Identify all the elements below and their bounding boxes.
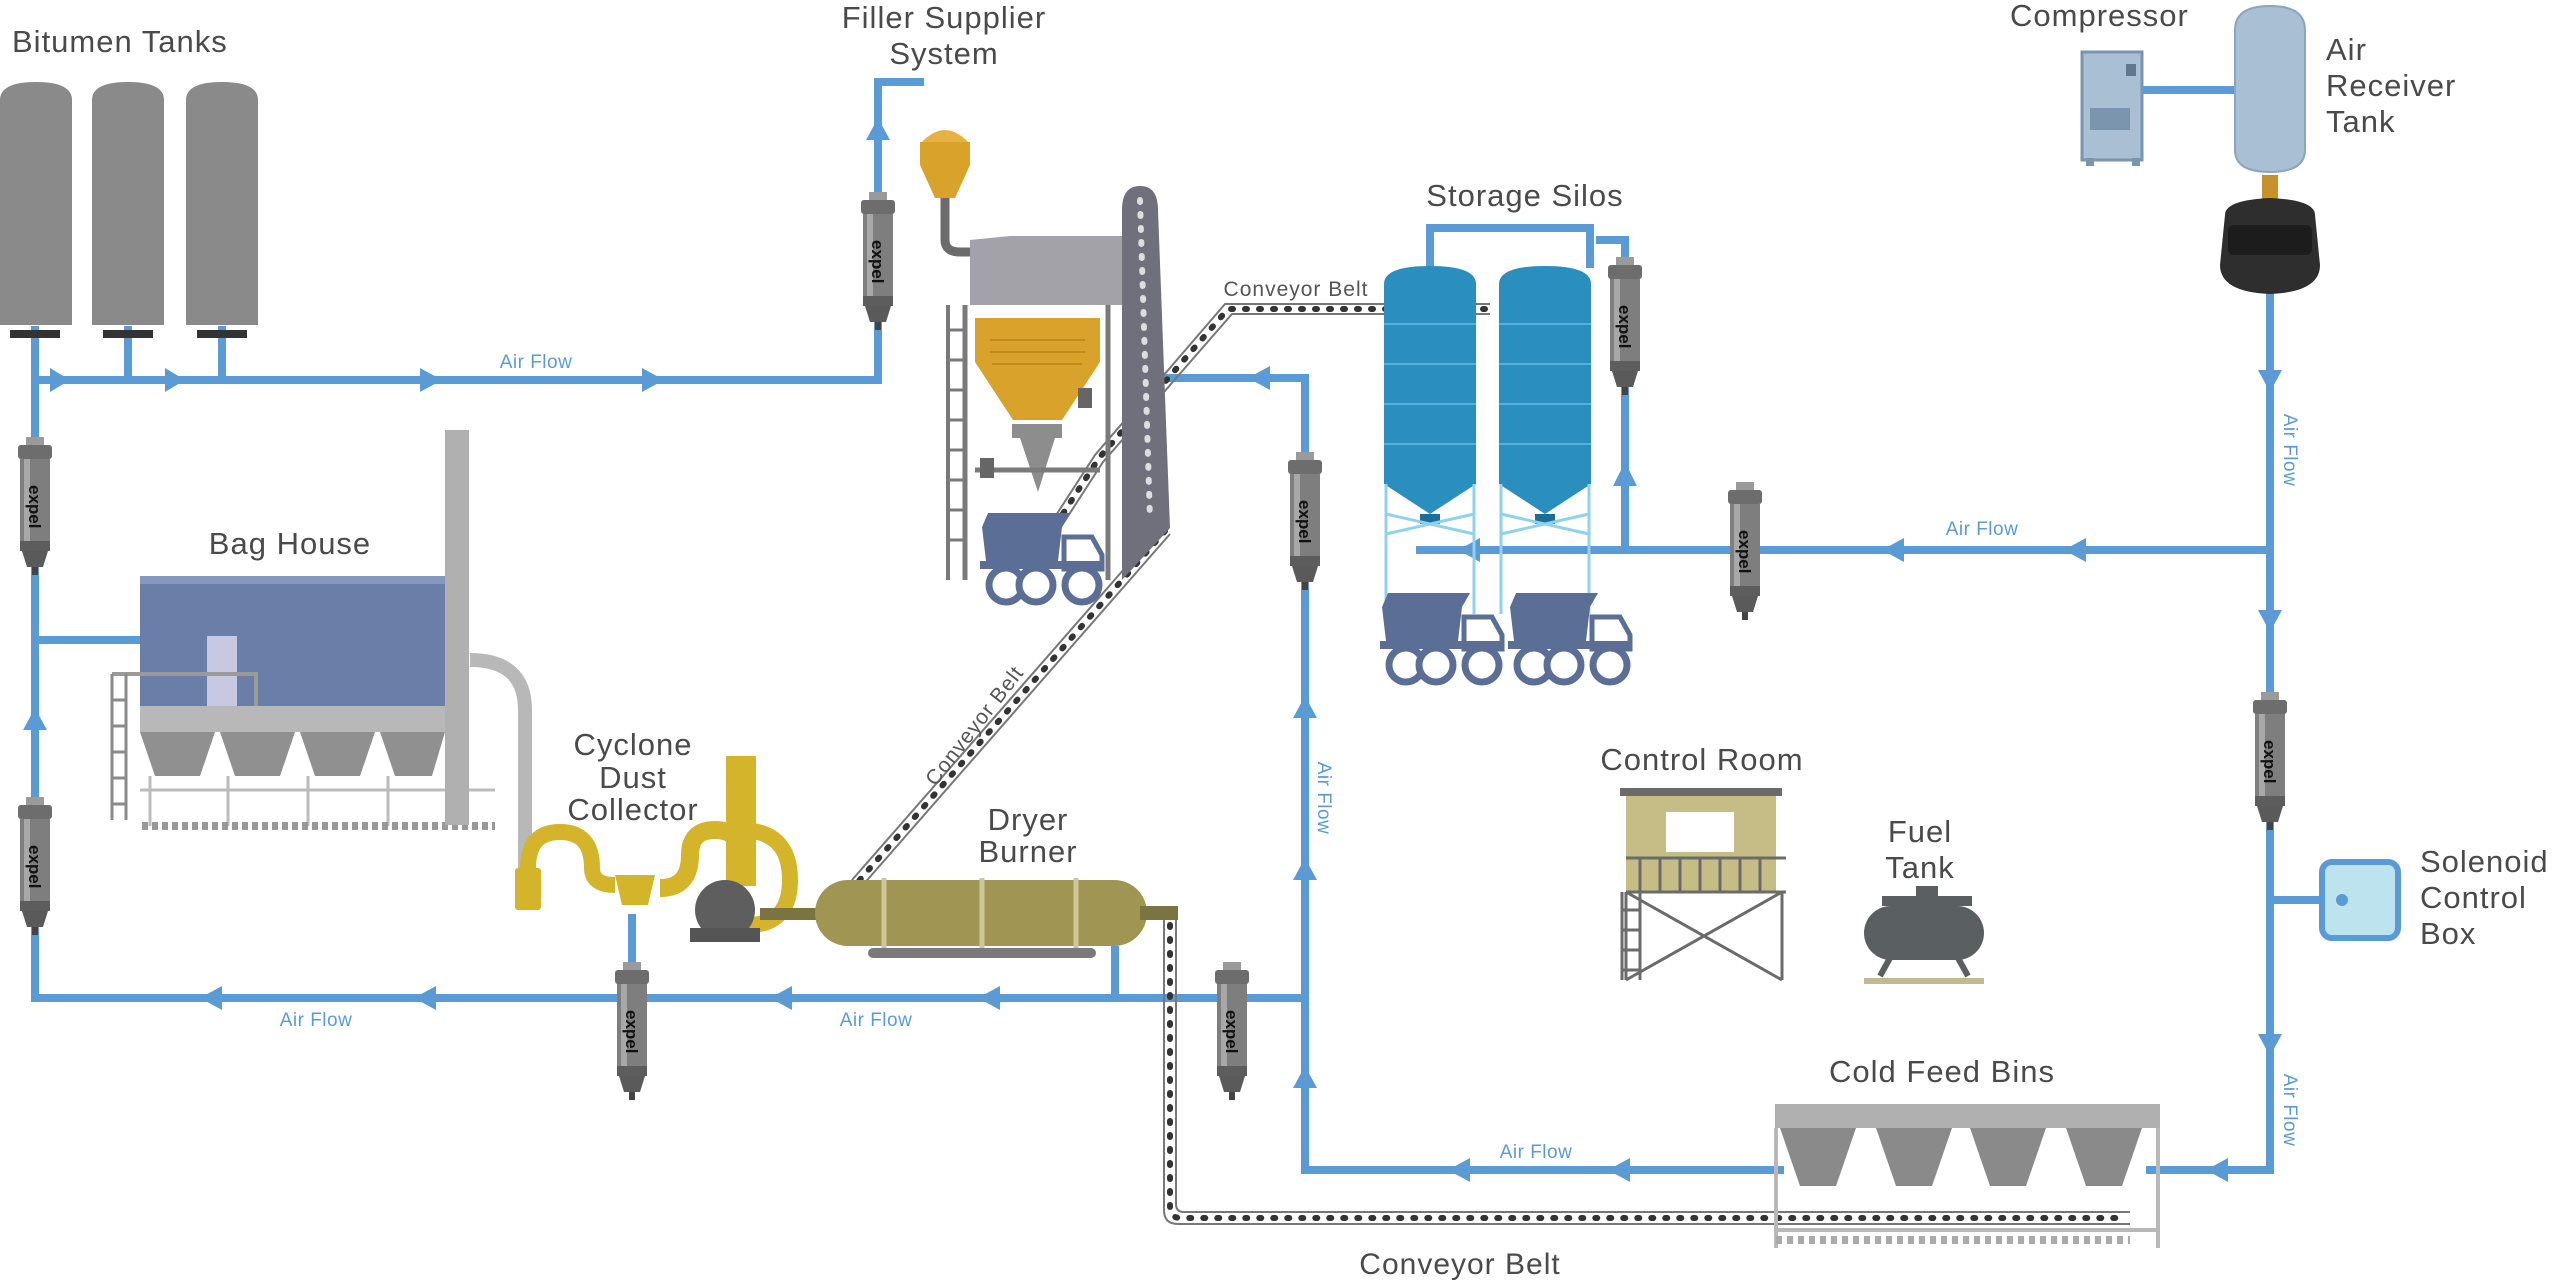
label-bitumen-tanks: Bitumen Tanks bbox=[12, 24, 228, 59]
label-solenoid-3: Box bbox=[2420, 916, 2476, 951]
svg-text:expel: expel bbox=[1735, 530, 1754, 573]
svg-text:expel: expel bbox=[25, 485, 44, 528]
air-flow-label: Air Flow bbox=[1500, 1142, 1573, 1163]
solenoid-control-box bbox=[2319, 859, 2401, 941]
label-cyclone-3: Collector bbox=[567, 792, 698, 827]
svg-text:expel: expel bbox=[2260, 740, 2279, 783]
svg-text:expel: expel bbox=[1615, 305, 1634, 348]
label-control-room: Control Room bbox=[1600, 742, 1803, 777]
air-flow-label: Air Flow bbox=[500, 352, 573, 373]
control-room bbox=[1620, 788, 1786, 982]
label-filler-supplier: Filler Supplier bbox=[842, 0, 1047, 35]
dryer-burner bbox=[760, 878, 1178, 958]
label-cyclone-2: Dust bbox=[599, 760, 667, 795]
cyclone-dust-collector bbox=[515, 756, 799, 942]
svg-text:expel: expel bbox=[1222, 1010, 1241, 1053]
air-receiver-tank bbox=[2220, 4, 2320, 294]
label-filler-system: System bbox=[889, 36, 998, 71]
air-flow-label: Air Flow bbox=[1946, 519, 2019, 540]
label-solenoid-2: Control bbox=[2420, 880, 2527, 915]
bag-house bbox=[110, 430, 532, 887]
label-fuel-1: Fuel bbox=[1888, 814, 1952, 849]
svg-text:expel: expel bbox=[1295, 500, 1314, 543]
label-fuel-2: Tank bbox=[1885, 850, 1954, 885]
air-flow-label: Air Flow bbox=[1313, 762, 1334, 835]
filler-supplier-system bbox=[920, 130, 1170, 602]
label-dryer-2: Burner bbox=[978, 834, 1077, 869]
label-bag-house: Bag House bbox=[209, 526, 371, 561]
conveyor-belt-label: Conveyor Belt bbox=[921, 662, 1028, 790]
fuel-tank bbox=[1864, 886, 1984, 984]
svg-text:expel: expel bbox=[622, 1010, 641, 1053]
label-air-receiver-2: Receiver bbox=[2326, 68, 2456, 103]
air-flow-label: Air Flow bbox=[2279, 414, 2300, 487]
storage-silos bbox=[1380, 264, 1630, 682]
label-storage-silos: Storage Silos bbox=[1426, 178, 1623, 213]
svg-text:expel: expel bbox=[868, 240, 887, 283]
label-air-receiver-3: Tank bbox=[2326, 104, 2395, 139]
compressor bbox=[2080, 50, 2144, 166]
cold-feed-bins bbox=[1774, 1104, 2160, 1248]
bitumen-tanks bbox=[0, 82, 258, 338]
label-cyclone-1: Cyclone bbox=[574, 727, 693, 762]
air-flow-label: Air Flow bbox=[2279, 1074, 2300, 1147]
conveyor-belts bbox=[851, 303, 2130, 1225]
label-cold-feed-bins: Cold Feed Bins bbox=[1829, 1054, 2055, 1089]
label-dryer-1: Dryer bbox=[988, 802, 1069, 837]
label-air-receiver-1: Air bbox=[2326, 32, 2367, 67]
air-flow-label: Air Flow bbox=[840, 1010, 913, 1031]
conveyor-belt-label: Conveyor Belt bbox=[1224, 278, 1369, 301]
conveyor-belt-label: Conveyor Belt bbox=[1359, 1248, 1560, 1281]
label-compressor: Compressor bbox=[2010, 0, 2189, 33]
svg-text:expel: expel bbox=[25, 845, 44, 888]
air-flow-label: Air Flow bbox=[280, 1010, 353, 1031]
label-solenoid-1: Solenoid bbox=[2420, 844, 2549, 879]
expel-air-filters: expel expel expel expel expel expel expe… bbox=[18, 192, 2287, 1100]
component-labels: Bitumen Tanks Filler Supplier System Com… bbox=[12, 0, 2549, 1089]
